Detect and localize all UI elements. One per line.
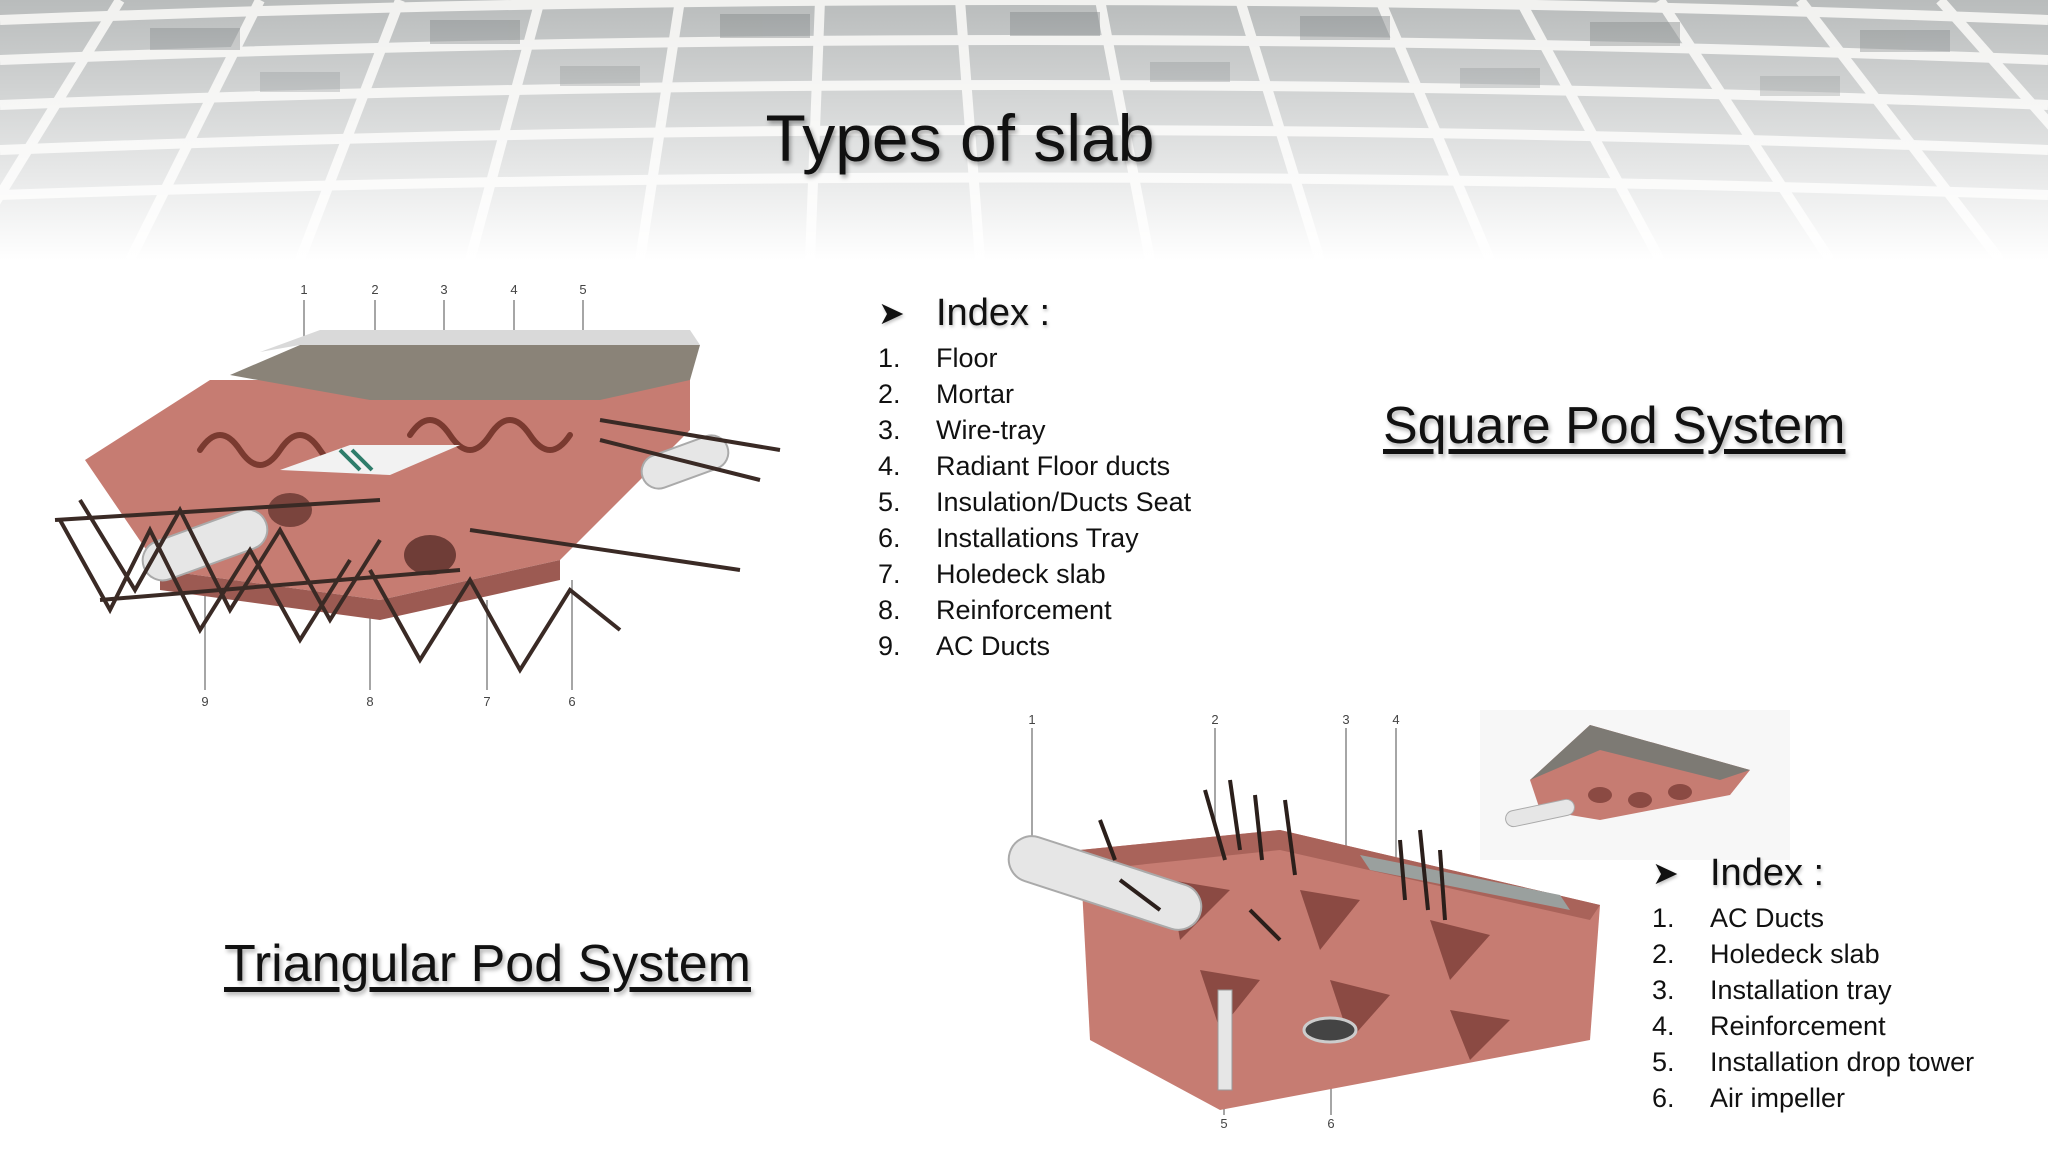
callout-2: 2 xyxy=(371,282,378,297)
list-item: 4.Radiant Floor ducts xyxy=(878,451,1171,481)
list-item: 9.AC Ducts xyxy=(878,631,1051,661)
callout-1: 1 xyxy=(300,282,307,297)
square-pod-index: ➤ Index : 1.Floor 2.Mortar 3.Wire-tray 4… xyxy=(878,290,1298,664)
callout-2: 2 xyxy=(1211,712,1218,727)
callout-5: 5 xyxy=(1220,1116,1227,1131)
callout-5: 5 xyxy=(579,282,586,297)
ceiling-photo-background xyxy=(0,0,2048,260)
triangular-pod-diagram: 1 2 3 4 5 6 xyxy=(1000,710,1800,1152)
square-pod-system-label: Square Pod System xyxy=(1383,397,1846,455)
square-index-list: 1.Floor 2.Mortar 3.Wire-tray 4.Radiant F… xyxy=(878,340,1298,664)
list-item: 8.Reinforcement xyxy=(878,595,1112,625)
arrow-bullet-icon: ➤ xyxy=(878,295,905,331)
callout-1: 1 xyxy=(1028,712,1035,727)
triangular-slab-inset xyxy=(1480,710,1790,860)
triangular-pod-system-label: Triangular Pod System xyxy=(224,935,751,993)
list-item: 1.AC Ducts xyxy=(1652,903,1825,933)
square-index-heading: ➤ Index : xyxy=(878,292,1051,334)
list-item: 3.Wire-tray xyxy=(878,415,1046,445)
callout-6: 6 xyxy=(1327,1116,1334,1131)
callout-8: 8 xyxy=(366,694,373,709)
list-item: 7.Holedeck slab xyxy=(878,559,1106,589)
arrow-bullet-icon: ➤ xyxy=(1652,855,1679,891)
triangular-index-heading: ➤ Index : xyxy=(1652,852,1825,894)
list-item: 5.Installation drop tower xyxy=(1652,1047,1975,1077)
list-item: 5.Insulation/Ducts Seat xyxy=(878,487,1192,517)
triangular-pod-index: ➤ Index : 1.AC Ducts 2.Holedeck slab 3.I… xyxy=(1652,850,2032,1116)
callout-9: 9 xyxy=(201,694,208,709)
list-item: 2.Holedeck slab xyxy=(1652,939,1880,969)
square-pod-diagram: 1 2 3 4 5 9 8 7 6 xyxy=(40,270,800,720)
callout-4: 4 xyxy=(1392,712,1399,727)
list-item: 3.Installation tray xyxy=(1652,975,1892,1005)
callout-3: 3 xyxy=(440,282,447,297)
callout-7: 7 xyxy=(483,694,490,709)
list-item: 4.Reinforcement xyxy=(1652,1011,1886,1041)
list-item: 2.Mortar xyxy=(878,379,1015,409)
triangular-index-list: 1.AC Ducts 2.Holedeck slab 3.Installatio… xyxy=(1652,900,2032,1116)
callout-6: 6 xyxy=(568,694,575,709)
list-item: 6.Air impeller xyxy=(1652,1083,1846,1113)
slide-title: Types of slab xyxy=(765,101,1155,175)
list-item: 1.Floor xyxy=(878,343,998,373)
list-item: 6.Installations Tray xyxy=(878,523,1139,553)
callout-4: 4 xyxy=(510,282,517,297)
callout-3: 3 xyxy=(1342,712,1349,727)
